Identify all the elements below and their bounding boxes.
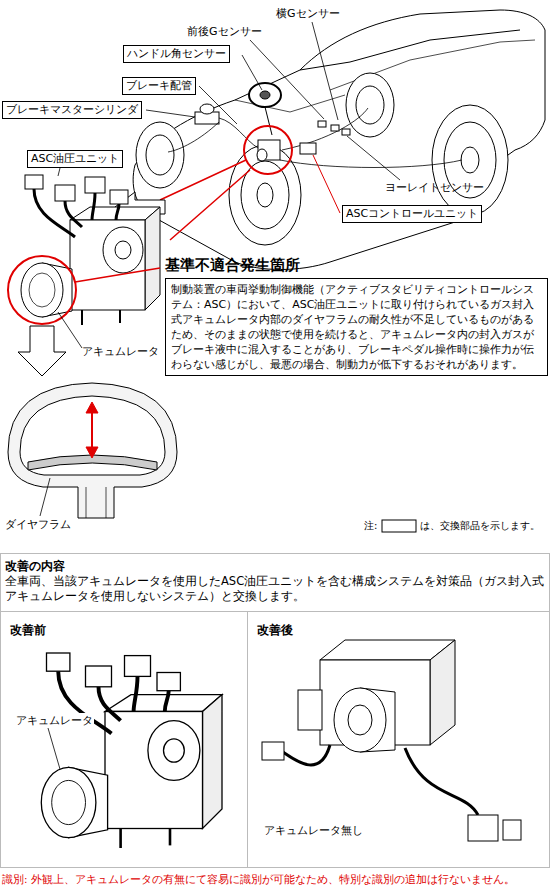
after-panel: 改善後アキュムレータ無し xyxy=(247,611,549,867)
callout-line xyxy=(75,268,160,282)
part-label-box: ASCコントロールユニット xyxy=(342,205,482,223)
diaphragm-section xyxy=(8,383,177,518)
note-text: 注: xyxy=(364,519,377,533)
body-text: 全車両、当該アキュムレータを使用したASC油圧ユニットを含む構成システムを対策品… xyxy=(1,574,549,604)
part-label-box: ASC油圧ユニット xyxy=(27,150,123,168)
note-text: は、交換部品を示します。 xyxy=(420,519,540,533)
new-hydraulic-unit xyxy=(262,640,521,841)
part-label: ヨーレイトセンサー xyxy=(385,181,484,195)
part-label-box: ブレーキ配管 xyxy=(122,77,196,95)
callout-line xyxy=(160,160,250,240)
heading: 基準不適合発生箇所 xyxy=(165,255,548,275)
part-label: アキュムレータ xyxy=(15,713,94,728)
part-label: 前後Gセンサー xyxy=(187,25,262,39)
highlight-circle xyxy=(244,126,292,174)
remedy-panel: 改善の内容全車両、当該アキュムレータを使用したASC油圧ユニットを含む構成システ… xyxy=(0,553,550,868)
part-label: ハンドル角センサー xyxy=(127,47,226,60)
description-box: 基準不適合発生箇所制動装置の車両挙動制御機能（アクティブスタビリティコントロール… xyxy=(165,255,548,376)
caption: 識別: 外観上、アキュムレータの有無にて容易に識別が可能なため、特別な識別の追加… xyxy=(2,873,548,886)
legend-box xyxy=(382,520,416,532)
part-label: アキュムレータ xyxy=(82,345,159,359)
body-text: 制動装置の車両挙動制御機能（アクティブスタビリティコントロールシステム：ASC）… xyxy=(165,278,548,376)
dimension-arrow xyxy=(86,402,98,458)
heading: 改善の内容 xyxy=(1,554,549,574)
part-label: アキュムレータ無し xyxy=(263,823,364,838)
before-panel: 改善前アキュムレータ xyxy=(1,611,248,867)
part-label-box: ブレーキマスターシリンダ xyxy=(2,101,142,119)
part-label-box: ハンドル角センサー xyxy=(123,45,230,63)
part-label: ASC油圧ユニット xyxy=(31,152,119,165)
part-label: ASCコントロールユニット xyxy=(346,207,478,220)
part-label: ブレーキマスターシリンダ xyxy=(6,103,138,116)
panel-heading: 改善後 xyxy=(253,618,297,638)
highlight-circle xyxy=(8,256,76,324)
panel-heading: 改善前 xyxy=(6,618,50,638)
part-label: ブレーキ配管 xyxy=(126,79,192,92)
part-label: 横Gセンサー xyxy=(276,7,340,21)
leader-line xyxy=(313,155,340,213)
part-label: ダイヤフラム xyxy=(5,518,71,532)
hollow-arrow xyxy=(18,326,66,376)
